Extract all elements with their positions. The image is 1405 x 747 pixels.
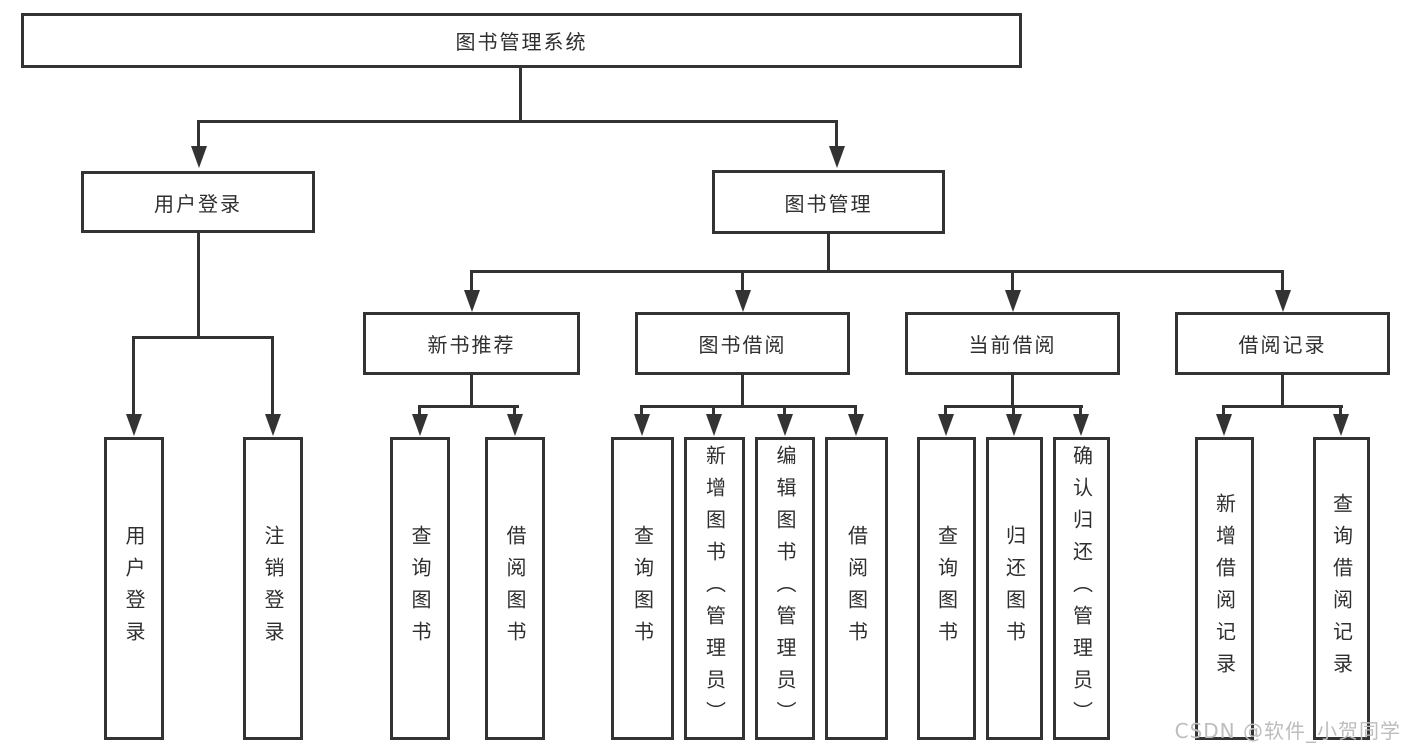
leaf-query-borrow-record-label: 查询借阅记录 xyxy=(1329,492,1354,685)
leaf-borrow-book-recommend-label: 借阅图书 xyxy=(503,524,527,653)
leaf-query-book-current: 查询图书 xyxy=(917,437,976,740)
arrow-down-icon xyxy=(829,146,845,168)
arrow-down-icon xyxy=(735,290,751,312)
connector-line xyxy=(1339,405,1342,417)
arrow-down-icon xyxy=(265,414,281,436)
leaf-return-book: 归还图书 xyxy=(986,437,1043,740)
arrow-down-icon xyxy=(507,414,523,436)
arrow-down-icon xyxy=(1006,414,1022,436)
node-new-book-recommend-label: 新书推荐 xyxy=(427,333,516,357)
leaf-user-login-label: 用户登录 xyxy=(122,524,146,653)
node-new-book-recommend: 新书推荐 xyxy=(363,312,580,375)
connector-line xyxy=(712,405,715,417)
connector-line xyxy=(197,120,200,148)
leaf-query-book-borrow: 查询图书 xyxy=(611,437,674,740)
leaf-logout: 注销登录 xyxy=(243,437,303,740)
leaf-add-book-admin: 新增图书（管理员） xyxy=(684,437,745,740)
node-book-management-label: 图书管理 xyxy=(784,191,873,216)
node-current-borrow-label: 当前借阅 xyxy=(968,333,1057,357)
arrow-down-icon xyxy=(1216,414,1232,436)
leaf-query-book-current-label: 查询图书 xyxy=(934,524,959,653)
arrow-down-icon xyxy=(848,414,864,436)
arrow-down-icon xyxy=(191,146,207,168)
connector-line xyxy=(418,405,421,417)
leaf-borrow-book-label: 借阅图书 xyxy=(844,524,869,653)
connector-line xyxy=(783,405,786,417)
arrow-down-icon xyxy=(1275,290,1291,312)
connector-line xyxy=(1011,270,1014,292)
node-borrow-record-label: 借阅记录 xyxy=(1238,333,1327,357)
connector-line xyxy=(1012,405,1015,417)
leaf-borrow-book: 借阅图书 xyxy=(825,437,888,740)
connector-line xyxy=(835,120,838,148)
node-current-borrow: 当前借阅 xyxy=(905,312,1120,375)
connector-line xyxy=(419,405,519,408)
node-book-borrow-label: 图书借阅 xyxy=(698,333,787,357)
node-book-management: 图书管理 xyxy=(712,170,945,234)
leaf-add-borrow-record-label: 新增借阅记录 xyxy=(1212,492,1237,685)
connector-line xyxy=(132,336,135,416)
leaf-add-borrow-record: 新增借阅记录 xyxy=(1195,437,1254,740)
arrow-down-icon xyxy=(1333,414,1349,436)
connector-line xyxy=(1281,373,1284,408)
leaf-query-book-recommend: 查询图书 xyxy=(390,437,450,740)
connector-line xyxy=(741,373,744,408)
connector-line xyxy=(641,405,857,408)
connector-line xyxy=(1223,405,1343,408)
connector-line xyxy=(519,66,522,123)
leaf-query-book-borrow-label: 查询图书 xyxy=(630,524,655,653)
arrow-down-icon xyxy=(706,414,722,436)
node-book-borrow: 图书借阅 xyxy=(635,312,850,375)
node-user-login: 用户登录 xyxy=(81,171,315,233)
connector-line xyxy=(944,405,947,417)
arrow-down-icon xyxy=(1073,414,1089,436)
arrow-down-icon xyxy=(412,414,428,436)
arrow-down-icon xyxy=(938,414,954,436)
connector-line xyxy=(854,405,857,417)
leaf-user-login: 用户登录 xyxy=(104,437,164,740)
connector-line xyxy=(197,233,200,339)
connector-line xyxy=(271,336,274,416)
node-borrow-record: 借阅记录 xyxy=(1175,312,1390,375)
leaf-return-book-label: 归还图书 xyxy=(1002,524,1027,653)
connector-line xyxy=(197,120,838,123)
leaf-logout-label: 注销登录 xyxy=(261,524,285,653)
leaf-add-book-admin-label: 新增图书（管理员） xyxy=(702,444,727,733)
node-root-label: 图书管理系统 xyxy=(455,30,588,54)
connector-line xyxy=(741,270,744,292)
arrow-down-icon xyxy=(1005,290,1021,312)
node-user-login-label: 用户登录 xyxy=(154,191,242,216)
leaf-edit-book-admin: 编辑图书（管理员） xyxy=(755,437,815,740)
leaf-edit-book-admin-label: 编辑图书（管理员） xyxy=(773,444,797,733)
connector-line xyxy=(470,270,1284,273)
arrow-down-icon xyxy=(126,414,142,436)
arrow-down-icon xyxy=(777,414,793,436)
connector-line xyxy=(1222,405,1225,417)
leaf-confirm-return-admin-label: 确认归还（管理员） xyxy=(1069,444,1094,733)
csdn-watermark: CSDN @软件_小贺同学 xyxy=(1174,719,1401,743)
connector-line xyxy=(1079,405,1082,417)
node-root-library-system: 图书管理系统 xyxy=(21,13,1022,68)
connector-line xyxy=(470,373,473,408)
leaf-borrow-book-recommend: 借阅图书 xyxy=(485,437,545,740)
leaf-query-book-recommend-label: 查询图书 xyxy=(408,524,432,653)
arrow-down-icon xyxy=(464,290,480,312)
connector-line xyxy=(470,270,473,292)
connector-line xyxy=(513,405,516,417)
connector-line xyxy=(1281,270,1284,292)
connector-line xyxy=(132,336,274,339)
connector-line xyxy=(827,233,830,273)
connector-line xyxy=(1011,373,1014,408)
connector-line xyxy=(640,405,643,417)
leaf-confirm-return-admin: 确认归还（管理员） xyxy=(1053,437,1110,740)
arrow-down-icon xyxy=(634,414,650,436)
leaf-query-borrow-record: 查询借阅记录 xyxy=(1313,437,1370,740)
